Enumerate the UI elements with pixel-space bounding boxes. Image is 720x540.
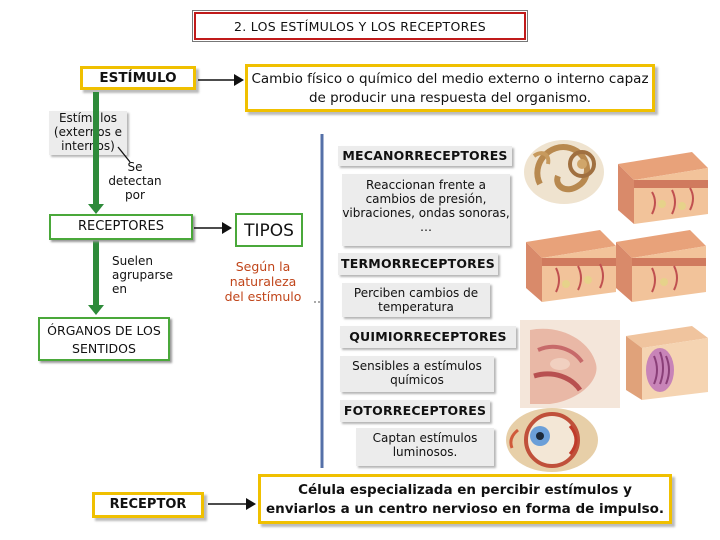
estimulo-box: ESTÍMULO [80,66,196,90]
types-divider-line [314,134,324,468]
skin-section-illustration [616,230,706,302]
termorreceptores-heading: TERMORRECEPTORES [338,253,498,275]
se-detectan-label: Se detectan por [108,160,162,202]
termorreceptores-description: Perciben cambios de temperatura [342,283,490,317]
quimiorreceptores-heading: QUIMIORRECEPTORES [340,326,516,348]
nose-mouth-section-illustration [520,320,620,408]
suelen-agruparse-label: Suelen agruparse en [112,254,174,296]
receptor-definition-box: Célula especializada en percibir estímul… [258,474,672,524]
receptores-box: RECEPTORES [49,214,193,240]
estimulos-tipo-text: Estímulos (externos e internos) [53,111,123,153]
organos-sentidos-box: ÓRGANOS DE LOS SENTIDOS [38,317,170,361]
estimulo-definition-box: Cambio físico o químico del medio extern… [245,64,655,112]
eye-section-illustration [506,408,598,472]
fotorreceptores-heading: FOTORRECEPTORES [340,400,490,422]
arrow-estimulo-to-definition [198,74,244,86]
estimulos-tipo-box: Estímulos (externos e internos) [49,111,127,155]
criterio-naturaleza: Según la naturaleza del estímulo [224,259,302,304]
quimiorreceptores-description: Sensibles a estímulos químicos [340,356,494,392]
arrow-receptor-to-definition [208,498,256,510]
receptor-box: RECEPTOR [92,492,204,518]
ear-illustration [524,140,604,204]
tipos-box: TIPOS [235,213,303,247]
skin-section-illustration [526,230,616,302]
fotorreceptores-description: Captan estímulos luminosos. [356,428,494,466]
mecanorreceptores-heading: MECANORRECEPTORES [338,146,512,166]
arrow-receptores-to-tipos [194,222,232,234]
page-title: 2. LOS ESTÍMULOS Y LOS RECEPTORES [192,10,528,42]
taste-bud-illustration [626,326,708,400]
mecanorreceptores-description: Reaccionan frente a cambios de presión, … [342,174,510,246]
left-flow-arrows [88,92,131,315]
skin-section-illustration [618,152,708,224]
